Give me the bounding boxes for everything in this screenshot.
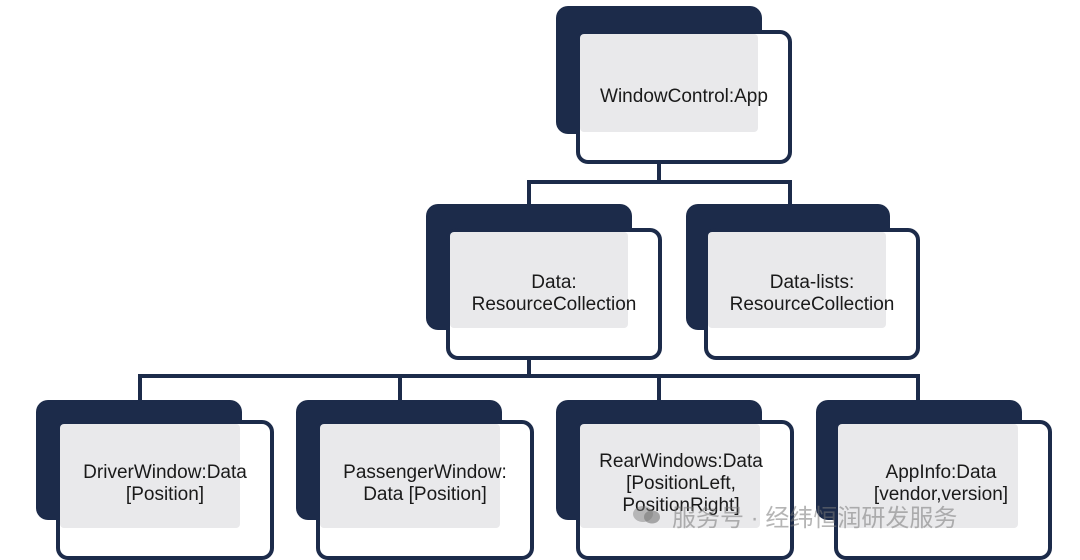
node-label-line: ResourceCollection	[729, 294, 895, 315]
node-fill	[450, 232, 628, 328]
node-label-line: RearWindows:Data	[599, 451, 763, 472]
node-label: PassengerWindow: Data [Position]	[316, 420, 534, 548]
wechat-icon	[633, 506, 660, 524]
node-appinfo-data: AppInfo:Data [vendor,version]	[816, 400, 1052, 560]
node-label-line: Data-lists:	[769, 272, 855, 293]
node-windowcontrol-app: WindowControl:App	[556, 6, 792, 164]
node-fill	[580, 34, 758, 132]
watermark-text: 服务号 · 经纬恒润研发服务	[672, 504, 958, 532]
node-driverwindow-data: DriverWindow:Data [Position]	[36, 400, 274, 560]
node-label: Data-lists: ResourceCollection	[704, 228, 920, 360]
node-label-line: [Position]	[125, 484, 205, 505]
node-label: AppInfo:Data [vendor,version]	[830, 420, 1052, 548]
node-label: DriverWindow:Data [Position]	[56, 420, 274, 548]
node-label-line: [vendor,version]	[873, 484, 1009, 505]
node-label: Data: ResourceCollection	[446, 228, 662, 360]
node-label-line: ResourceCollection	[471, 294, 637, 315]
node-data-lists-resourcecollection: Data-lists: ResourceCollection	[686, 204, 920, 360]
node-label-line: DriverWindow:Data	[83, 462, 247, 483]
node-label: WindowControl:App	[576, 30, 792, 164]
node-passengerwindow-data: PassengerWindow: Data [Position]	[296, 400, 534, 560]
node-rearwindows-data: RearWindows:Data [PositionLeft, Position…	[556, 400, 794, 560]
node-label-line: Data:	[531, 272, 577, 293]
node-fill	[60, 424, 240, 528]
watermark: 服务号 · 经纬恒润研发服务	[632, 497, 1052, 533]
node-label-line: WindowControl:App	[600, 86, 768, 107]
node-fill	[320, 424, 500, 528]
node-fill	[838, 424, 1018, 528]
node-data-resourcecollection: Data: ResourceCollection	[426, 204, 662, 360]
node-label-line: PassengerWindow:	[343, 462, 507, 483]
node-fill	[580, 424, 760, 528]
node-label-line: [PositionLeft,	[626, 473, 736, 494]
node-label-line: Data [Position]	[363, 484, 487, 505]
node-label-line: AppInfo:Data	[885, 462, 997, 483]
node-fill	[708, 232, 886, 328]
